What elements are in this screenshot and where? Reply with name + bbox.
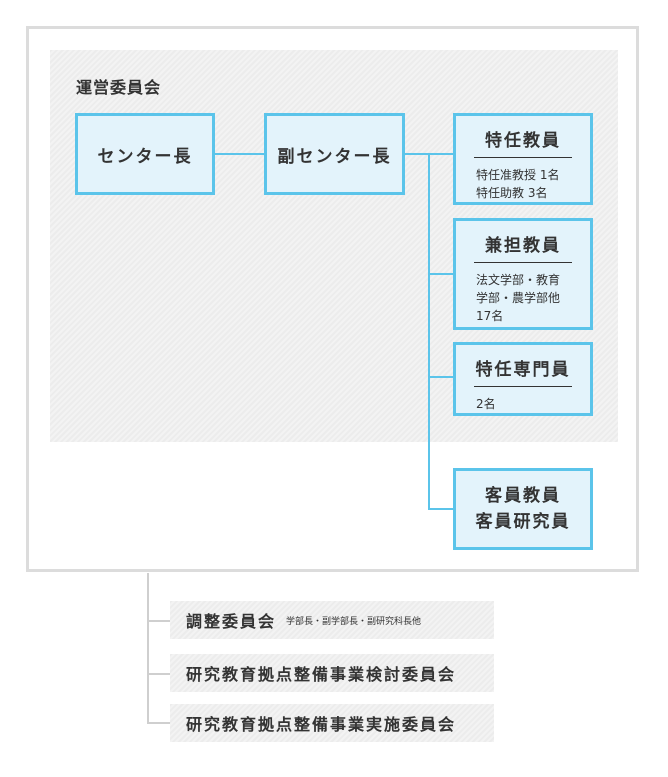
special-faculty-divider (474, 157, 572, 158)
connector-director-vice (214, 153, 264, 155)
specialist-box: 特任専門員 2名 (453, 342, 593, 416)
subcommittee-name: 研究教育拠点整備事業検討委員会 (186, 665, 457, 684)
connector-to-visiting (428, 508, 454, 510)
connector-to-specialist (428, 376, 454, 378)
vice-director-title: 副センター長 (277, 146, 392, 167)
concurrent-faculty-line: 17名 (476, 309, 504, 323)
visiting-title-line: 客員教員 (485, 486, 561, 506)
subcommittee-trunk (147, 573, 149, 723)
concurrent-faculty-line: 法文学部・教育 (476, 273, 561, 287)
subcommittee-branch (147, 620, 170, 622)
connector-vice-trunk (404, 153, 428, 155)
special-faculty-line: 特任助教 3名 (476, 186, 548, 200)
subcommittee-branch (147, 722, 170, 724)
visiting-title-line: 客員研究員 (475, 512, 571, 532)
subcommittee-item: 調整委員会 学部長・副学部長・副研究科長他 (170, 601, 494, 639)
subcommittee-item: 研究教育拠点整備事業検討委員会 (170, 654, 494, 692)
subcommittee-name: 調整委員会 (186, 612, 277, 631)
visiting-box: 客員教員 客員研究員 (453, 468, 593, 550)
management-committee-label: 運営委員会 (76, 78, 162, 97)
vice-director-box: 副センター長 (264, 113, 405, 195)
specialist-divider (474, 386, 572, 387)
subcommittee-name: 研究教育拠点整備事業実施委員会 (186, 715, 457, 734)
special-faculty-line: 特任准教授 1名 (476, 168, 560, 182)
concurrent-faculty-box: 兼担教員 法文学部・教育 学部・農学部他 17名 (453, 218, 593, 330)
connector-trunk-vertical (428, 153, 430, 509)
specialist-line: 2名 (476, 397, 496, 411)
specialist-title: 特任専門員 (475, 360, 571, 380)
subcommittee-branch (147, 673, 170, 675)
concurrent-faculty-divider (474, 262, 572, 263)
special-faculty-title: 特任教員 (485, 131, 561, 151)
special-faculty-box: 特任教員 特任准教授 1名 特任助教 3名 (453, 113, 593, 205)
director-title: センター長 (97, 146, 193, 167)
subcommittee-item: 研究教育拠点整備事業実施委員会 (170, 704, 494, 742)
subcommittee-note: 学部長・副学部長・副研究科長他 (286, 616, 422, 627)
connector-to-concurrent-faculty (428, 273, 454, 275)
concurrent-faculty-line: 学部・農学部他 (476, 291, 561, 305)
connector-to-special-faculty (428, 153, 454, 155)
concurrent-faculty-title: 兼担教員 (485, 236, 561, 256)
director-box: センター長 (75, 113, 215, 195)
